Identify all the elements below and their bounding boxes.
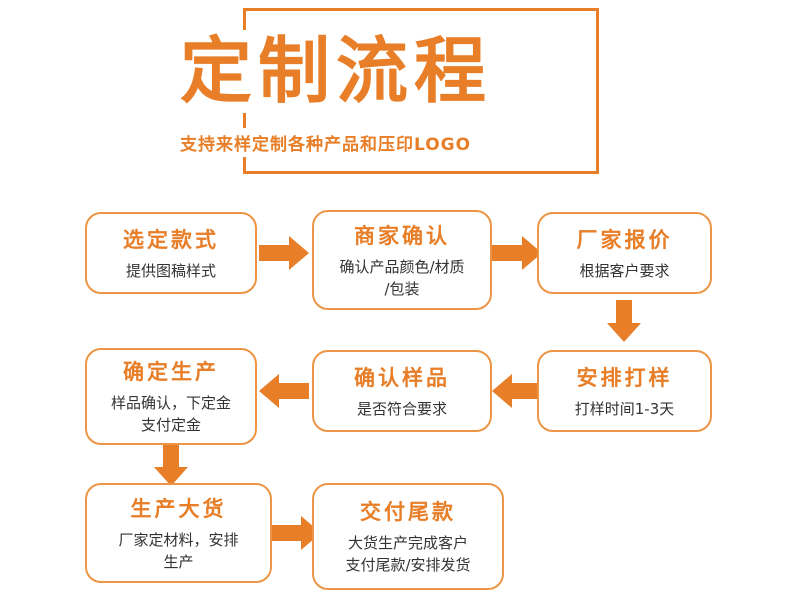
step-title: 厂家报价	[576, 227, 673, 252]
step-title: 商家确认	[354, 223, 450, 248]
arrow-shaft	[271, 525, 301, 541]
arrow-shaft	[259, 245, 289, 261]
arrow-shaft	[492, 245, 522, 261]
arrow-head	[492, 374, 512, 408]
step-desc: 样品确认，下定金 支付定金	[110, 394, 231, 434]
step-desc: 厂家定材料，安排 生产	[118, 530, 239, 571]
page-title: 定制流程	[170, 30, 503, 113]
step-desc: 确认产品颜色/材质 /包装	[339, 257, 465, 298]
step-title: 交付尾款	[360, 500, 456, 525]
arrow-head	[607, 323, 641, 342]
step-title: 确定生产	[123, 360, 219, 385]
step-box-merchant-confirm: 商家确认 确认产品颜色/材质 /包装	[312, 210, 492, 310]
step-desc: 大货生产完成客户 支付尾款/安排发货	[345, 534, 471, 574]
arrow-select-to-confirm	[259, 236, 309, 270]
arrow-sample-to-confirm-sample	[492, 374, 542, 408]
arrow-head	[289, 236, 309, 270]
step-box-select-style: 选定款式 提供图稿样式	[85, 212, 257, 294]
page-subtitle: 支持来样定制各种产品和压印LOGO	[172, 128, 480, 157]
step-box-mass-production: 生产大货 厂家定材料，安排 生产	[85, 483, 272, 583]
step-title: 生产大货	[130, 496, 227, 521]
step-box-confirm-production: 确定生产 样品确认，下定金 支付定金	[85, 348, 257, 445]
arrow-confirm-sample-to-production	[259, 374, 309, 408]
step-desc: 打样时间1-3天	[574, 399, 675, 418]
step-box-arrange-sample: 安排打样 打样时间1-3天	[537, 350, 712, 432]
arrow-head	[259, 374, 279, 408]
arrow-quote-to-sample	[607, 300, 641, 342]
arrow-shaft	[512, 383, 542, 399]
arrow-shaft	[616, 300, 632, 323]
arrow-head	[154, 467, 188, 486]
step-title: 选定款式	[123, 227, 219, 252]
arrow-production-to-mass	[154, 444, 188, 486]
step-desc: 是否符合要求	[356, 399, 447, 418]
step-title: 安排打样	[576, 365, 673, 390]
step-box-factory-quote: 厂家报价 根据客户要求	[537, 212, 712, 294]
step-box-final-payment: 交付尾款 大货生产完成客户 支付尾款/安排发货	[312, 483, 504, 590]
arrow-confirm-to-quote	[492, 236, 542, 270]
step-desc: 提供图稿样式	[125, 261, 216, 280]
step-title: 确认样品	[354, 365, 450, 390]
step-box-confirm-sample: 确认样品 是否符合要求	[312, 350, 492, 432]
step-desc: 根据客户要求	[579, 261, 670, 280]
arrow-shaft	[279, 383, 309, 399]
arrow-shaft	[163, 444, 179, 467]
